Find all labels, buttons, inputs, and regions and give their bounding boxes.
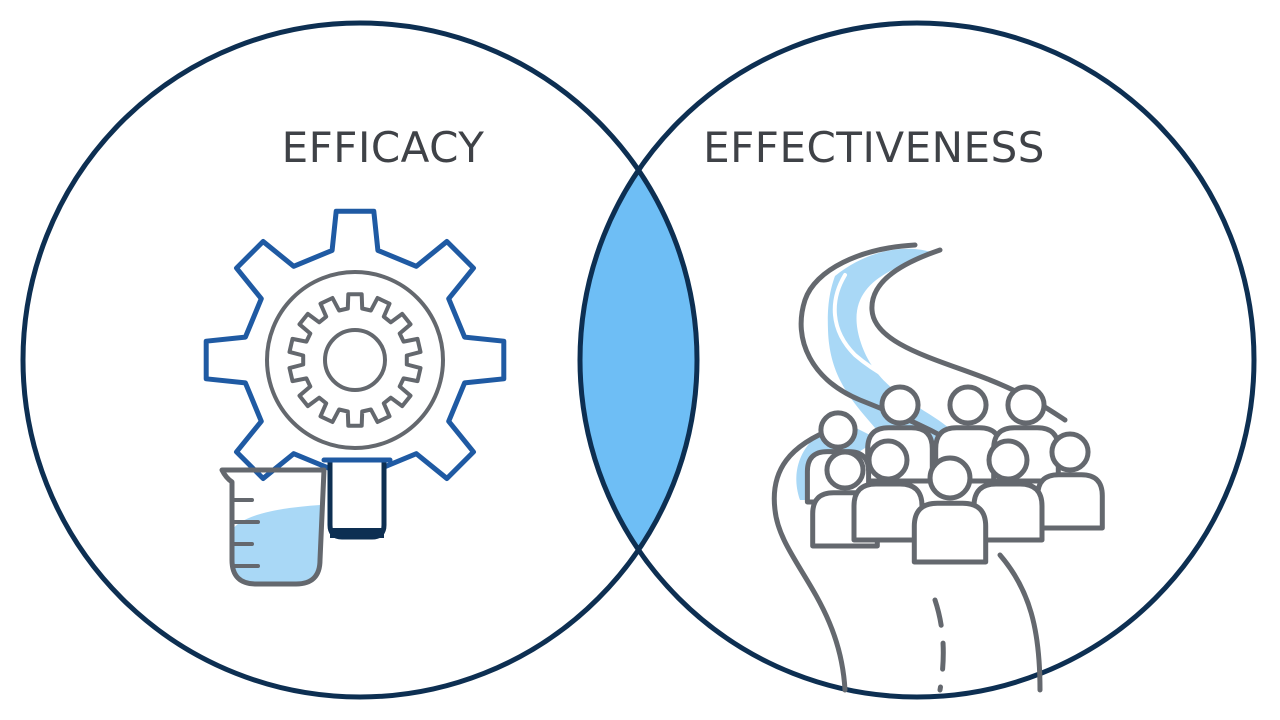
- test-tube-icon: [321, 457, 393, 540]
- person-icon: [911, 455, 989, 565]
- crowd-icon: [804, 384, 1105, 565]
- inner-gear-icon: [265, 270, 445, 450]
- person-icon: [851, 438, 925, 543]
- effectiveness-label: EFFECTIVENESS: [703, 123, 1045, 172]
- efficacy-circle: [20, 20, 700, 700]
- effectiveness-circle: [577, 20, 1257, 700]
- person-icon: [1035, 431, 1105, 531]
- efficacy-label: EFFICACY: [282, 123, 485, 172]
- person-icon: [971, 438, 1045, 543]
- beaker-icon: [219, 467, 327, 587]
